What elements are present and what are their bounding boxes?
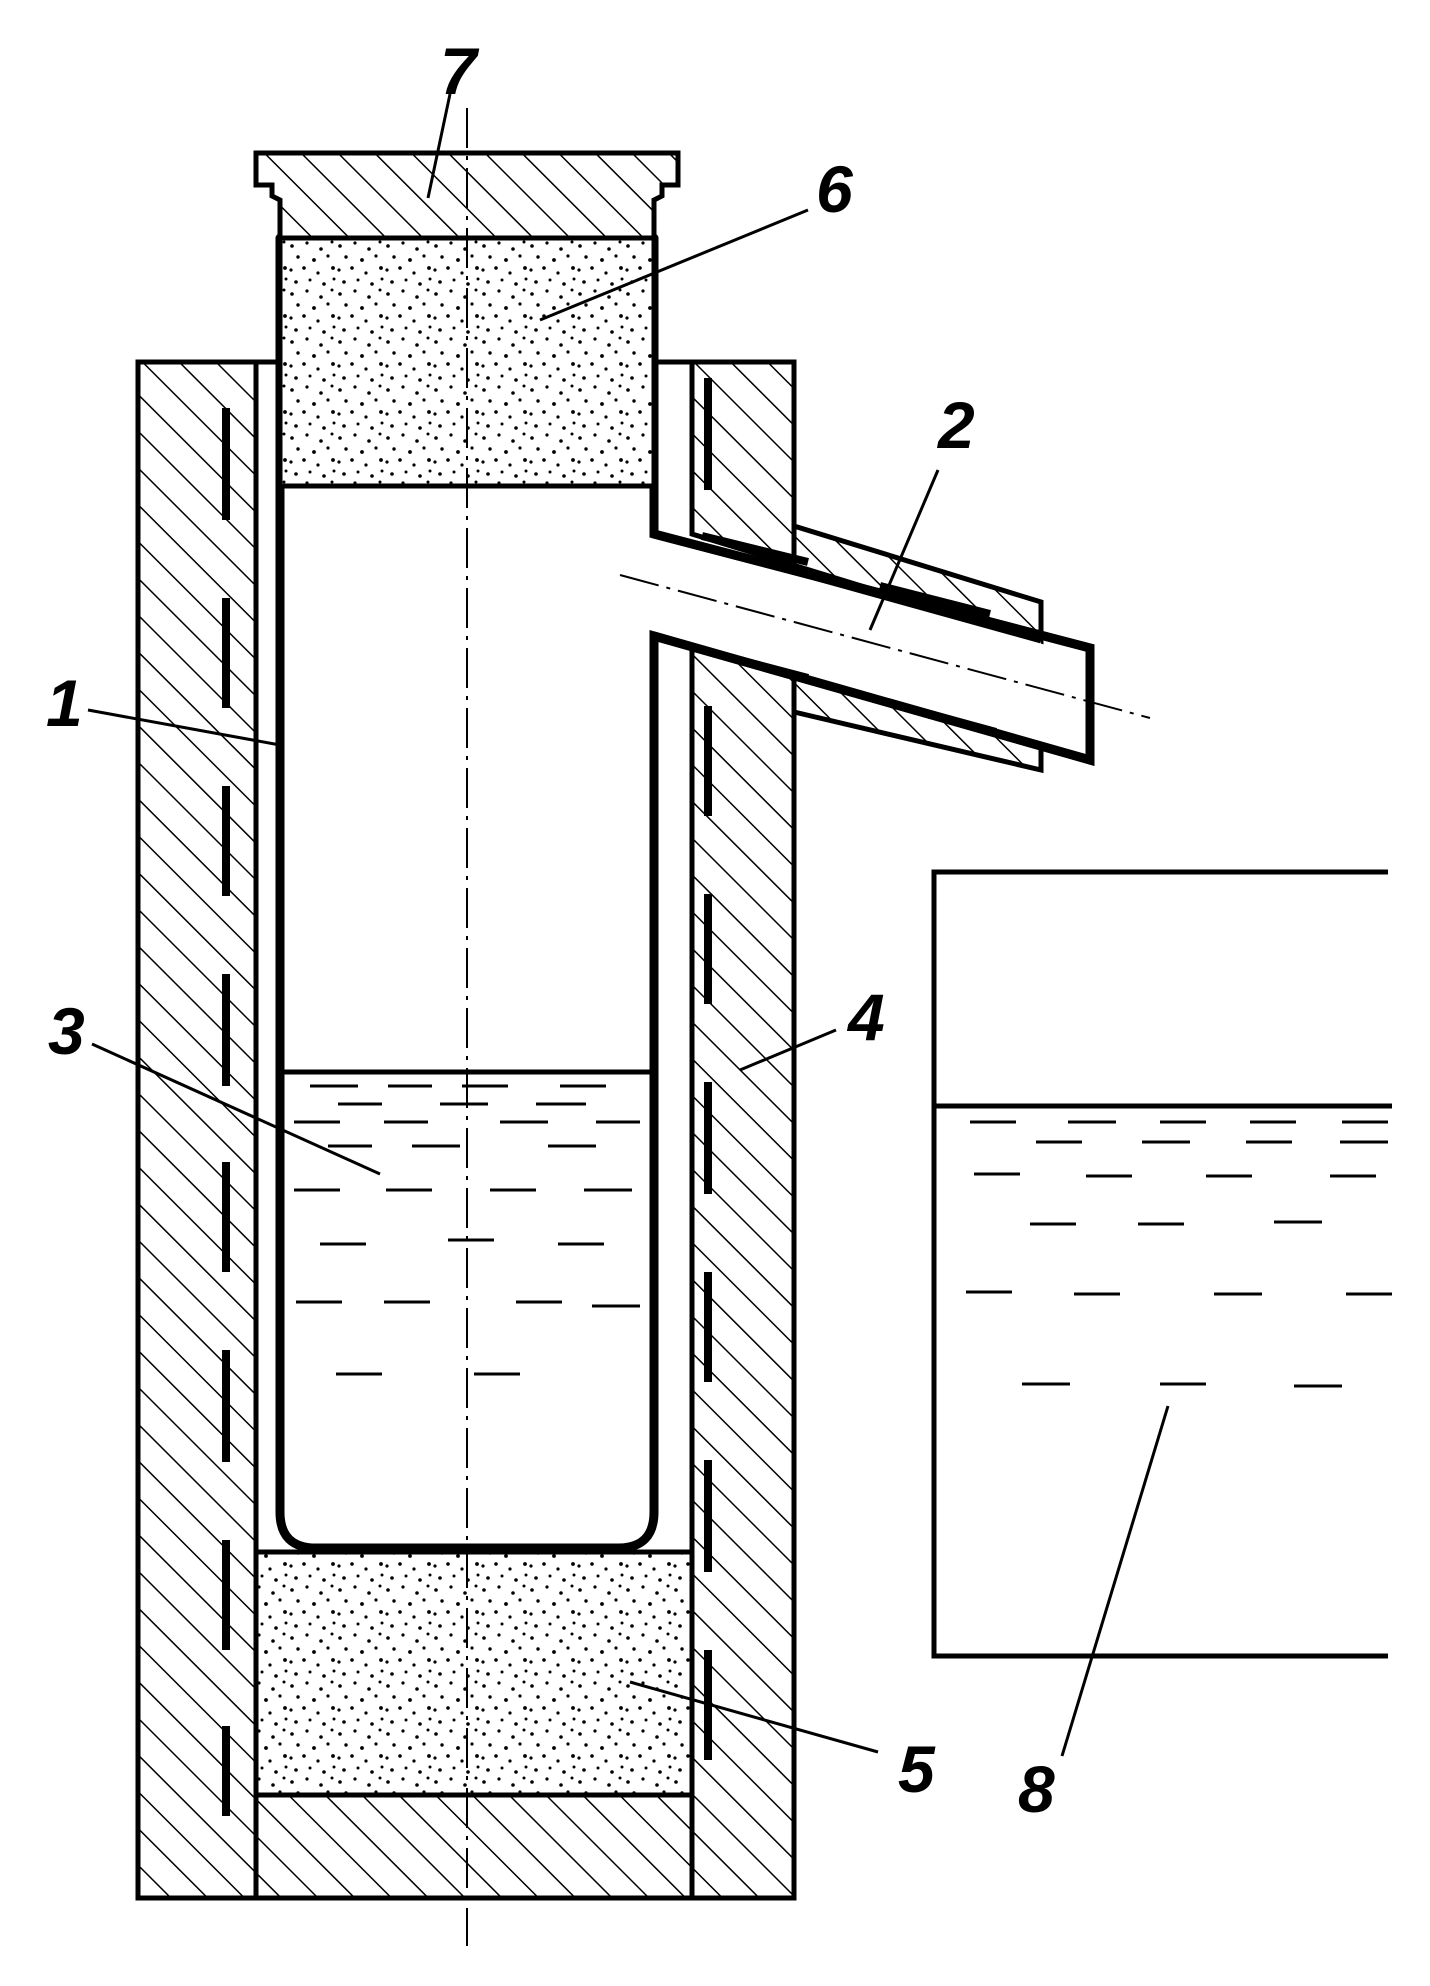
leader-4 — [739, 1028, 837, 1072]
callout-5: 5 — [898, 1732, 936, 1806]
leader-3 — [91, 1042, 381, 1176]
pipe-axis — [619, 574, 1151, 719]
callout-7: 7 — [440, 34, 480, 108]
callout-1: 1 — [46, 666, 83, 740]
collector-vessel — [931, 869, 1392, 1659]
callout-4: 4 — [846, 980, 885, 1054]
retort-tube — [275, 233, 1095, 1553]
leader-6 — [539, 208, 809, 322]
heater-elements-pipe — [700, 532, 998, 736]
leader-lines — [87, 93, 1170, 1757]
leader-2 — [868, 469, 940, 631]
outlet-pipe — [649, 529, 1095, 766]
callout-2: 2 — [936, 388, 975, 462]
callout-3: 3 — [48, 994, 85, 1068]
leader-8 — [1060, 1405, 1170, 1757]
callout-labels: 1 2 3 4 5 6 7 8 — [46, 34, 1055, 1826]
leader-1 — [87, 708, 281, 747]
callout-8: 8 — [1018, 1752, 1055, 1826]
bottom-insulation — [253, 1549, 695, 1798]
callout-6: 6 — [816, 152, 854, 226]
leader-5 — [629, 1680, 879, 1754]
leader-7 — [426, 93, 452, 199]
